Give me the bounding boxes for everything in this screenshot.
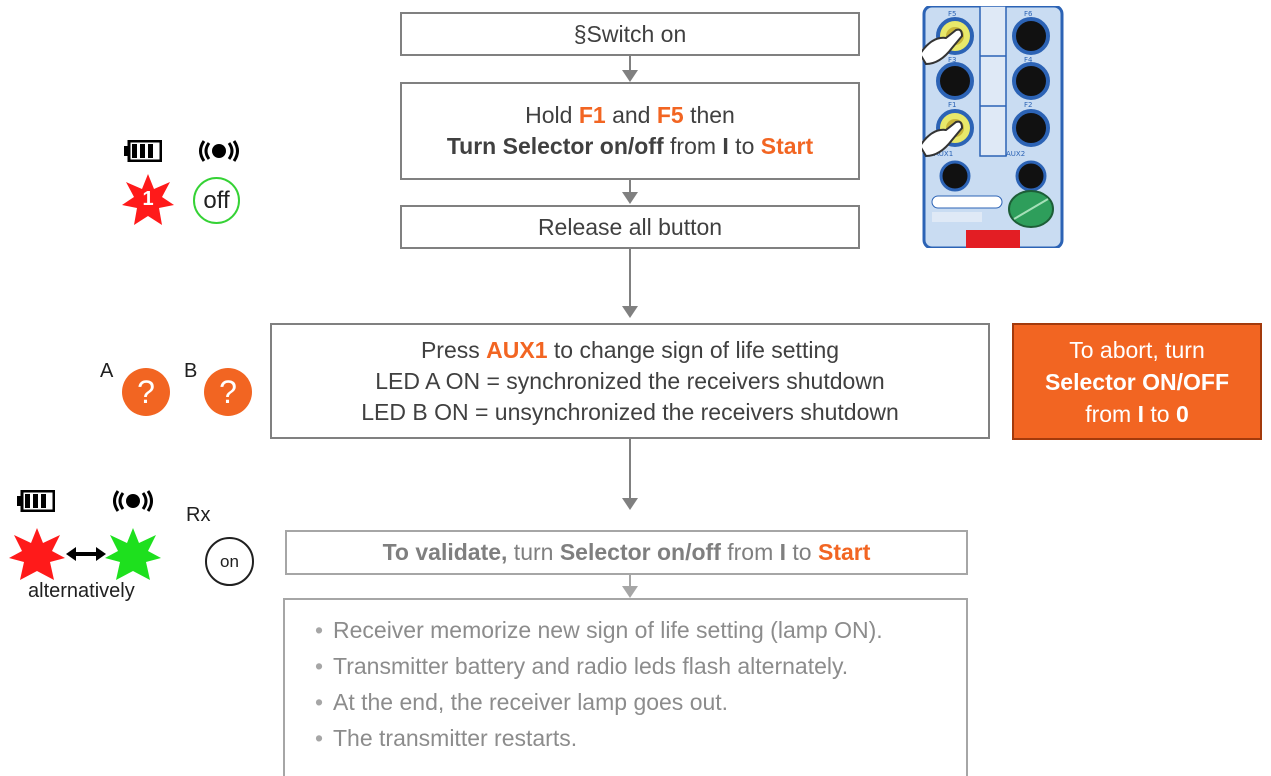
alternate-label: alternatively (28, 580, 135, 602)
step-validate: To validate, turn Selector on/off from I… (285, 530, 968, 575)
question-icon: ? (219, 373, 237, 410)
abort-note: To abort, turn Selector ON/OFF from I to… (1012, 323, 1262, 440)
arrow-down-icon (622, 306, 638, 318)
svg-text:F3: F3 (948, 56, 956, 64)
arrow-down-icon (622, 192, 638, 204)
rx-state-indicator: on (205, 537, 254, 586)
step-switch-on: §Switch on (400, 12, 860, 56)
svg-text:F4: F4 (1024, 56, 1033, 64)
svg-text:F6: F6 (1024, 10, 1033, 18)
radio-state-indicator: off (193, 177, 240, 224)
list-item: Receiver memorize new sign of life setti… (315, 612, 966, 648)
green-burst-icon (105, 528, 161, 580)
list-item: At the end, the receiver lamp goes out. (315, 684, 966, 720)
led-b-indicator: ? (204, 368, 252, 416)
question-icon: ? (137, 373, 155, 410)
step-hold: Hold F1 and F5 then Turn Selector on/off… (400, 82, 860, 180)
step-switch-on-text: §Switch on (573, 20, 687, 47)
led-b-label: B (184, 360, 198, 382)
transmitter-device-image: F5 F6 F3 F4 F1 F2 AUX1 AUX2 (922, 6, 1064, 248)
svg-text:F5: F5 (948, 10, 956, 18)
step-press-aux1: Press AUX1 to change sign of life settin… (270, 323, 990, 439)
list-item: Transmitter battery and radio leds flash… (315, 648, 966, 684)
red-burst-icon (122, 174, 174, 225)
led-a-label: A (100, 360, 114, 382)
battery-icon (124, 140, 162, 162)
step-release: Release all button (400, 205, 860, 249)
radio-icon (113, 490, 153, 512)
radio-icon (199, 140, 239, 162)
burst-number: 1 (142, 188, 154, 210)
led-a-indicator: ? (122, 368, 170, 416)
svg-text:AUX1: AUX1 (934, 150, 953, 158)
battery-icon (17, 490, 55, 512)
results-list: Receiver memorize new sign of life setti… (283, 598, 968, 776)
rx-label: Rx (186, 504, 211, 526)
list-item: The transmitter restarts. (315, 720, 966, 756)
svg-text:AUX2: AUX2 (1006, 150, 1025, 158)
arrow-down-icon (622, 498, 638, 510)
svg-text:F1: F1 (948, 101, 956, 109)
arrow-down-icon (622, 586, 638, 598)
red-burst-icon (9, 528, 65, 580)
arrow-down-icon (622, 70, 638, 82)
double-arrow-icon (66, 547, 106, 561)
svg-text:F2: F2 (1024, 101, 1032, 109)
